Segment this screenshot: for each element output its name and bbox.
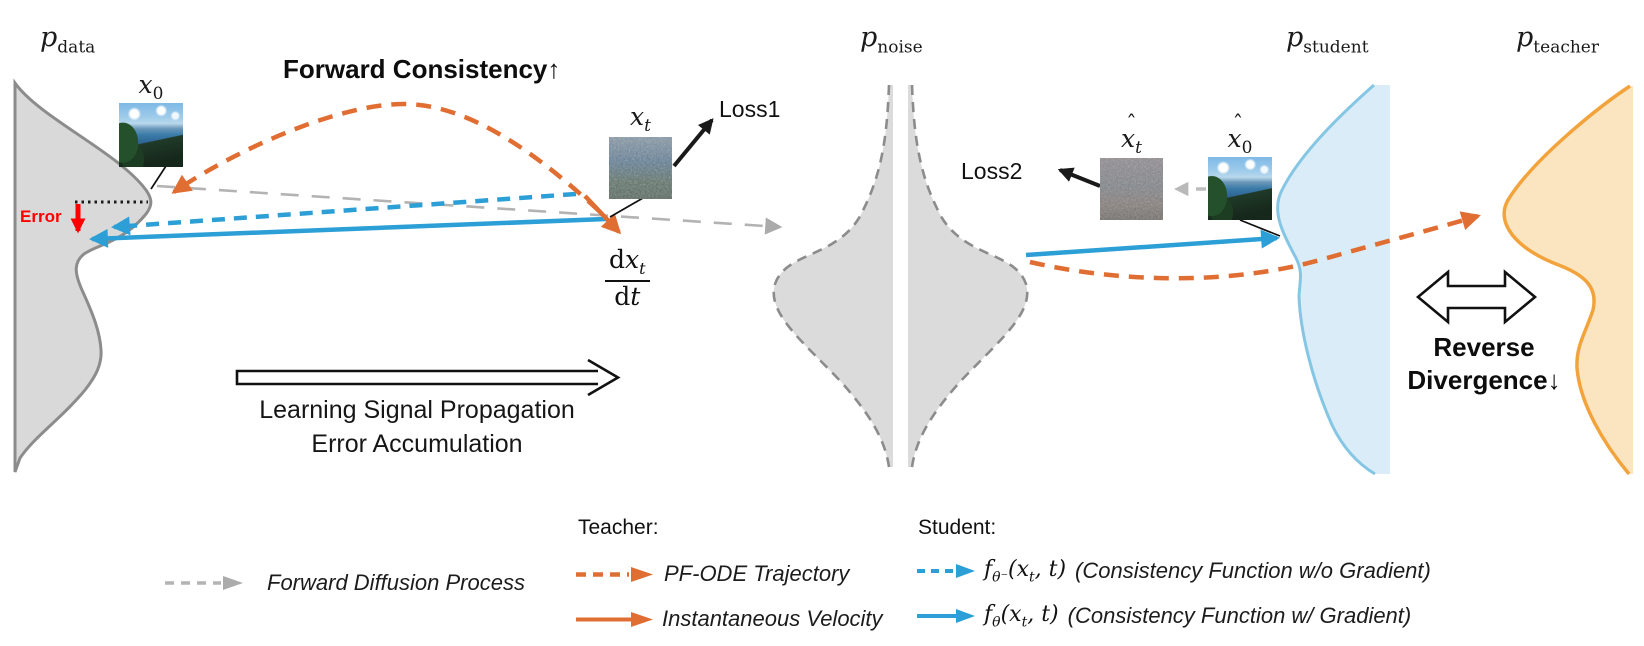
xt-connector-line — [609, 197, 644, 218]
p-teacher-outline — [1502, 84, 1631, 476]
legend-forward-diffusion-label: Forward Diffusion Process — [267, 570, 525, 595]
xhat0-connector-line — [1239, 219, 1281, 237]
reverse-divergence-caption: Reverse Divergence↓ — [1393, 331, 1575, 397]
p-noise-left-outline — [772, 84, 891, 468]
p-teacher-label: pteacher — [1516, 22, 1599, 58]
legend-teacher-header: Teacher: — [578, 516, 659, 539]
p-student-label: pstudent — [1286, 22, 1369, 58]
legend-consistency-nograd-desc: (Consistency Function w/o Gradient) — [1075, 558, 1431, 584]
orange-dashed-arrow-icon — [576, 566, 653, 582]
xt-label: xt — [630, 102, 651, 136]
pf-ode-trajectory-left — [171, 101, 601, 213]
x0-connector-line — [150, 165, 167, 190]
instantaneous-velocity-arrow — [583, 194, 622, 235]
legend-forward-diffusion: Forward Diffusion Process — [163, 570, 525, 596]
legend-instantaneous-velocity-label: Instantaneous Velocity — [662, 606, 883, 631]
error-label: Error — [20, 207, 62, 226]
legend-pf-ode: PF-ODE Trajectory — [574, 561, 849, 587]
xhat0-photo — [1208, 157, 1272, 220]
p-teacher-fill — [1504, 86, 1633, 474]
legend-consistency-grad: fθ(xt, t) (Consistency Function w/ Gradi… — [916, 602, 1411, 630]
xt-noisy-image — [609, 137, 672, 199]
p-noise-right-outline — [910, 84, 1029, 468]
p-noise-label: pnoise — [860, 22, 923, 58]
propagation-caption-line2: Error Accumulation — [311, 430, 523, 458]
legend-consistency-grad-desc: (Consistency Function w/ Gradient) — [1067, 603, 1412, 629]
diagram-svg — [13, 78, 1633, 476]
blue-dashed-arrow-icon — [917, 564, 975, 579]
legend-consistency-nograd: fθ⁻(xt, t) (Consistency Function w/o Gra… — [916, 557, 1431, 585]
propagation-caption: Learning Signal Propagation Error Accumu… — [228, 393, 606, 461]
consistency-grad-arrow-left — [88, 216, 607, 248]
pf-ode-trajectory-right — [1029, 211, 1481, 281]
xhat-t-noisy-image — [1100, 158, 1163, 220]
loss2-label: Loss2 — [961, 158, 1023, 184]
legend-pf-ode-label: PF-ODE Trajectory — [664, 561, 850, 586]
legend-consistency-grad-formula: fθ(xt, t) — [984, 602, 1059, 631]
loss1-arrow — [672, 118, 714, 168]
x0-label: x0 — [138, 70, 164, 104]
legend-consistency-nograd-formula: fθ⁻(xt, t) — [984, 557, 1067, 586]
legend-instantaneous-velocity: Instantaneous Velocity — [574, 606, 883, 632]
reverse-divergence-double-arrow — [1415, 269, 1538, 325]
loss1-label: Loss1 — [719, 96, 781, 122]
p-noise-left-fill — [773, 85, 893, 467]
p-data-label: pdata — [40, 22, 96, 58]
p-data-distribution — [13, 78, 153, 473]
p-student-fill — [1277, 85, 1390, 474]
orange-solid-arrow-icon — [576, 611, 653, 627]
propagation-caption-line1: Learning Signal Propagation — [259, 396, 575, 424]
forward-diffusion-arrow — [156, 184, 783, 235]
consistency-nograd-arrow-left — [110, 191, 577, 236]
loss2-arrow — [1057, 167, 1101, 188]
consistency-grad-arrow-right — [1025, 229, 1281, 258]
x0-photo — [119, 103, 183, 167]
velocity-term-label: dxt dt — [605, 245, 650, 311]
propagation-open-arrow — [235, 358, 621, 397]
forward-consistency-title: Forward Consistency↑ — [283, 54, 561, 84]
p-noise-right-fill — [908, 85, 1028, 467]
p-student-outline — [1276, 83, 1376, 476]
gray-dashed-arrow-icon — [165, 576, 243, 590]
reverse-divergence-line2: Divergence↓ — [1407, 365, 1561, 395]
reverse-divergence-line1: Reverse — [1433, 332, 1535, 362]
blue-solid-arrow-icon — [917, 609, 975, 624]
legend-student-header: Student: — [918, 516, 997, 539]
